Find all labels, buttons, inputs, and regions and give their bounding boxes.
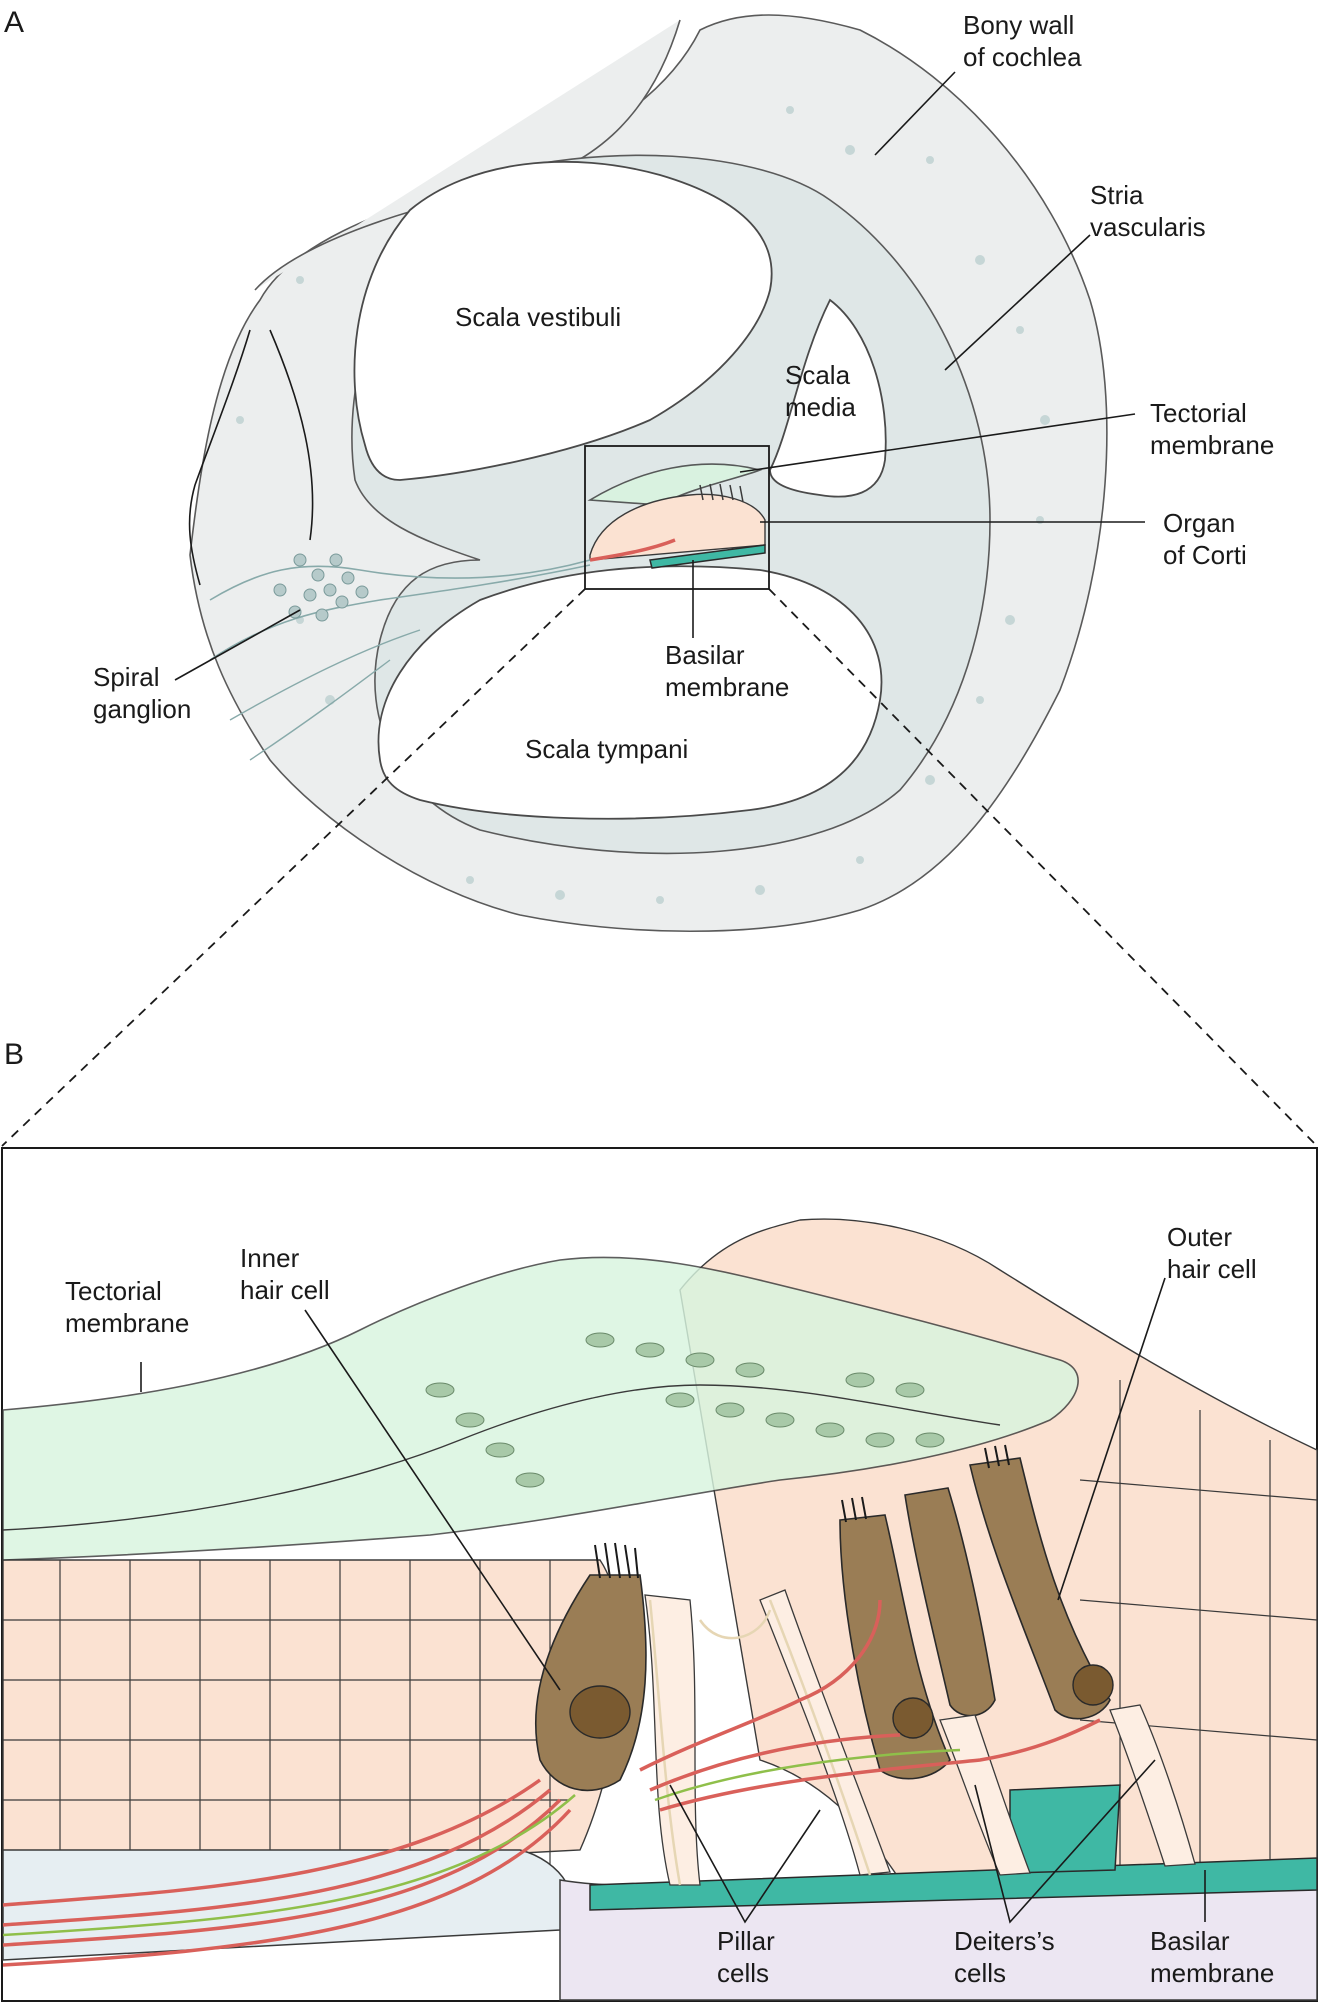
leader-inner-hair: [304, 1309, 561, 1691]
panel-a-letter: A: [4, 6, 24, 39]
leader-bony-wall: [874, 71, 956, 156]
nerve-fibers: [2, 1599, 1101, 1967]
label-spiral-ganglion: Spiral ganglion: [93, 662, 191, 724]
organ-cells-small: [589, 493, 766, 561]
nerve-small: [589, 538, 676, 562]
outer-hair-bundles: [841, 1444, 1010, 1523]
leader-stria: [944, 234, 1091, 371]
tectorial-inner-line: [2, 1384, 1001, 1531]
label-bony-wall: Bony wall of cochlea: [963, 10, 1082, 72]
panel-b: B: [1, 1038, 1318, 2002]
organ-of-corti-small: [587, 463, 766, 569]
tectorial-membrane: [2, 1256, 1079, 1561]
leader-ganglion: [174, 609, 301, 681]
scala-media-cavity: [769, 298, 887, 498]
zoom-line-left: [1, 588, 586, 1147]
label-basilar-membrane-b: Basilar membrane: [1150, 1926, 1274, 1988]
label-organ-of-corti: Organ of Corti: [1163, 508, 1247, 570]
tectorial-imprints: [425, 1332, 945, 1488]
leader-tectorial: [739, 413, 1136, 473]
outer-hair-cells: [839, 1444, 1114, 1780]
panel-a: A: [1, 6, 1318, 1147]
pillar-fibers: [648, 1599, 872, 1886]
leader-outer-hair: [1057, 1277, 1166, 1601]
left-spiral-edge: [188, 329, 251, 586]
label-inner-hair-cell: Inner hair cell: [240, 1243, 330, 1305]
hair-bundles-small: [699, 483, 744, 503]
label-basilar-membrane-a: Basilar membrane: [665, 640, 789, 702]
leader-deiters: [974, 1759, 1156, 1924]
label-scala-media: Scala media: [785, 360, 857, 422]
scala-vestibuli-cavity: [353, 160, 773, 481]
spiral-ganglion: [209, 553, 591, 761]
zoom-line-right: [768, 588, 1318, 1147]
cell-mass-left: [2, 1559, 623, 1881]
inner-hair-bundle: [594, 1542, 639, 1579]
label-deiters-cells: Deiters’s cells: [954, 1926, 1062, 1988]
inner-hair-cell: [534, 1542, 647, 1792]
basilar-membrane-small: [649, 544, 766, 569]
cell-grid-left: [3, 1560, 600, 1880]
tectorial-membrane-small: [587, 463, 763, 506]
inset-box: [584, 445, 770, 590]
pillar-cells: [644, 1589, 891, 1886]
label-outer-hair-cell: Outer hair cell: [1167, 1222, 1257, 1284]
label-scala-vestibuli: Scala vestibuli: [455, 302, 621, 332]
inner-hair-nucleus: [569, 1685, 631, 1739]
label-pillar-cells: Pillar cells: [717, 1926, 782, 1988]
label-stria-vascularis: Stria vascularis: [1090, 180, 1206, 242]
panel-b-letter: B: [4, 1038, 24, 1071]
label-tectorial-membrane-b: Tectorial membrane: [65, 1276, 189, 1338]
scala-tympani-cavity: [377, 565, 883, 820]
deiters-cells: [939, 1704, 1196, 1876]
left-spiral-edge-2: [269, 329, 314, 541]
label-tectorial-membrane-a: Tectorial membrane: [1150, 398, 1274, 460]
leader-pillar: [669, 1784, 821, 1924]
label-scala-tympani: Scala tympani: [525, 734, 688, 764]
